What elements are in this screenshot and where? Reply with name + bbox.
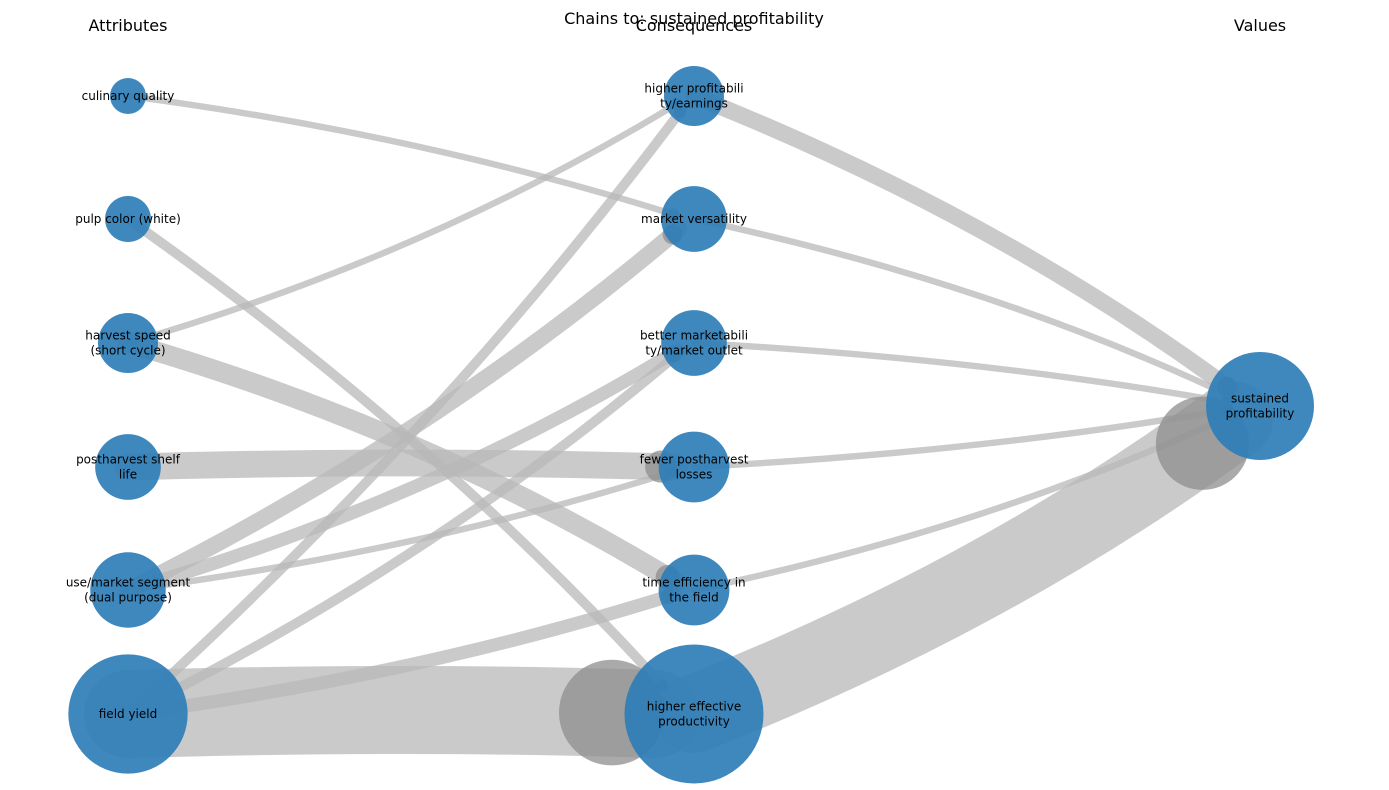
node-harvest: [98, 313, 158, 373]
node-label-line: field yield: [99, 707, 157, 721]
node-label-yield: field yield: [99, 707, 157, 721]
node-profit: [664, 66, 724, 126]
node-losses: [658, 431, 730, 503]
node-label-line: life: [119, 468, 137, 482]
node-label-line: postharvest shelf: [76, 453, 181, 467]
node-shelf: [95, 434, 161, 500]
node-label-line: productivity: [658, 715, 730, 729]
node-productivity: [624, 644, 764, 784]
column-title-consequences: Consequences: [636, 16, 753, 35]
edge-usemarket-marketability: [121, 343, 685, 597]
edge-shelf-losses: [114, 449, 688, 481]
node-label-line: market versatility: [641, 212, 747, 226]
node-label-line: better marketabili: [640, 329, 748, 343]
edge-harvest-profit: [124, 99, 683, 347]
node-marketability: [661, 310, 727, 376]
diagram-title: Chains to: sustained profitability: [564, 9, 824, 28]
node-versatility: [661, 186, 727, 252]
node-culinary: [110, 78, 146, 114]
node-label-line: fewer postharvest: [640, 453, 749, 467]
column-title-attributes: Attributes: [89, 16, 168, 35]
node-label-harvest: harvest speed(short cycle): [85, 329, 170, 358]
edge-culinary-versatility: [124, 92, 680, 219]
node-label-line: use/market segment: [66, 576, 191, 590]
node-label-culinary: culinary quality: [82, 89, 175, 103]
node-time: [658, 554, 730, 626]
node-label-line: higher profitabili: [644, 82, 743, 96]
node-label-line: sustained: [1231, 392, 1289, 406]
node-label-pulp: pulp color (white): [75, 212, 181, 226]
node-label-line: pulp color (white): [75, 212, 181, 226]
node-label-line: harvest speed: [85, 329, 170, 343]
node-yield: [68, 654, 188, 774]
edge-harvest-time: [118, 333, 687, 593]
node-label-line: the field: [669, 591, 718, 605]
node-usemarket: [90, 552, 166, 628]
edge-losses-sustained: [690, 405, 1234, 471]
labels-layer: culinary quality pulp color (white) harves…: [66, 82, 1295, 729]
node-label-line: (short cycle): [90, 344, 165, 358]
node-label-versatility: market versatility: [641, 212, 747, 226]
node-label-line: higher effective: [647, 700, 741, 714]
node-label-usemarket: use/market segment(dual purpose): [66, 576, 191, 605]
node-sustained: [1206, 352, 1314, 460]
node-label-line: ty/earnings: [660, 97, 728, 111]
edges-layer: [84, 87, 1273, 758]
edge-usemarket-losses: [124, 467, 679, 594]
node-label-line: time efficiency in: [642, 576, 745, 590]
edge-marketability-sustained: [690, 339, 1234, 406]
node-pulp: [105, 196, 151, 242]
node-label-line: (dual purpose): [84, 591, 172, 605]
nodes-layer: [68, 66, 1314, 784]
node-label-line: culinary quality: [82, 89, 175, 103]
column-title-values: Values: [1234, 16, 1286, 35]
edge-yield-profit: [123, 103, 688, 719]
node-label-line: ty/market outlet: [645, 344, 743, 358]
edge-versatility-sustained: [690, 215, 1235, 400]
node-label-line: losses: [676, 468, 713, 482]
node-label-line: profitability: [1226, 407, 1295, 421]
edge-profit-sustained: [685, 87, 1243, 401]
